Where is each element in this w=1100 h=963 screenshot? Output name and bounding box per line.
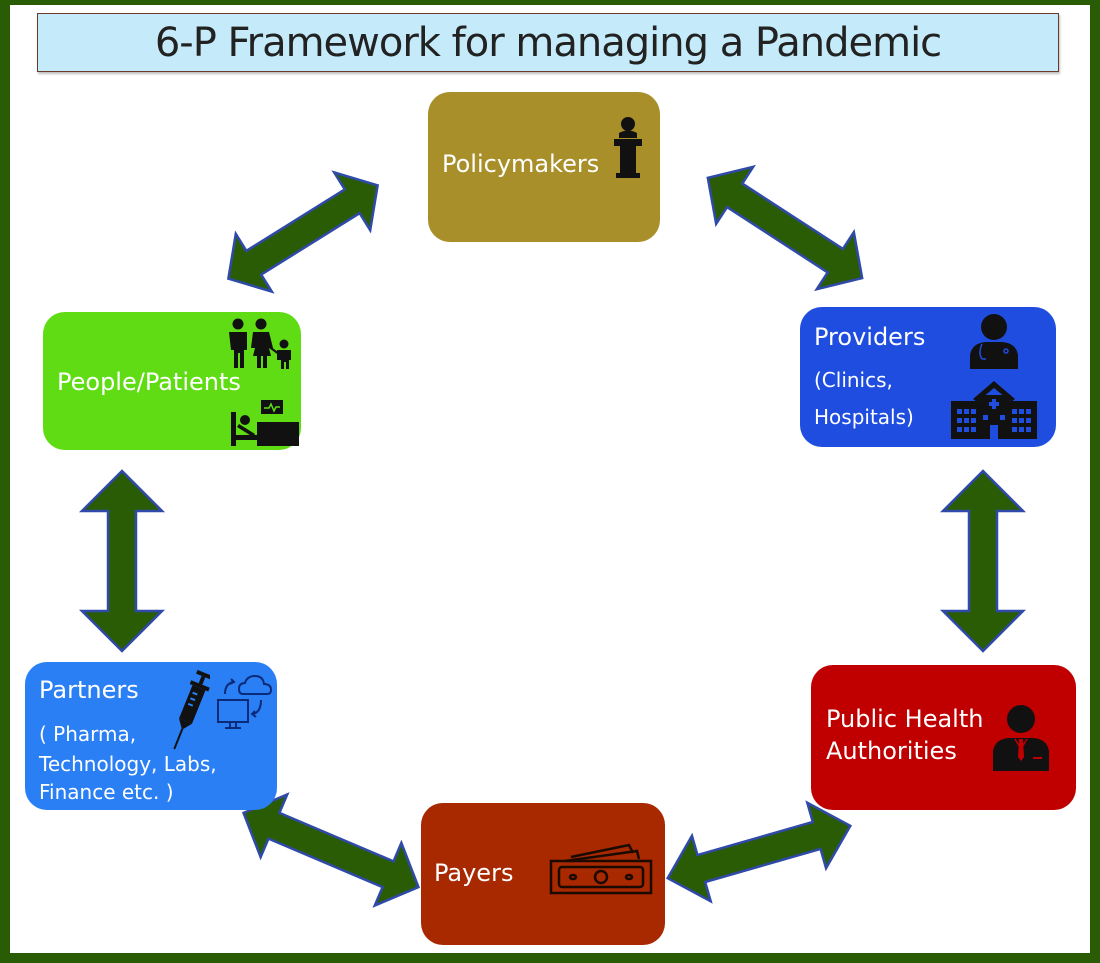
podium-speaker-icon [614,117,642,178]
connection-arrows [78,164,1027,908]
public-health-label-line-2: Authorities [826,737,957,765]
partners-label: Partners [39,676,139,704]
doctor-icon [970,314,1018,369]
people-patients-label: People/Patients [57,368,241,396]
arrow-payers-partners [241,792,421,908]
node-policymakers: Policymakers [428,92,660,242]
computer-cloud-sync-icon [217,674,273,729]
diagram-title: 6-P Framework for managing a Pandemic [37,13,1059,72]
arrow-people-policymakers [226,170,380,294]
partners-sub-line-3: Finance etc. ) [39,780,174,804]
node-public-health-authorities: Public Health Authorities [811,665,1076,810]
syringe-icon [173,670,210,750]
payers-label: Payers [434,859,514,887]
arrow-providers-publichealth [939,469,1027,653]
policymakers-label: Policymakers [442,150,600,178]
hospital-icon [951,381,1037,439]
official-person-icon [993,705,1049,771]
providers-sub-line-2: Hospitals) [814,405,914,429]
node-people-patients: People/Patients [43,312,301,450]
family-icon [229,318,291,369]
node-providers: Providers (Clinics, Hospitals) [800,307,1056,447]
cash-money-icon [549,843,653,895]
hospital-bed-monitor-icon [231,400,299,446]
providers-sub-line-1: (Clinics, [814,368,893,392]
providers-label: Providers [814,323,926,351]
arrow-partners-people [78,469,166,653]
node-partners: Partners ( Pharma, Technology, Labs, Fin… [25,662,277,810]
diagram-canvas: 6-P Framework for managing a Pandemic Po… [10,5,1090,953]
arrow-publichealth-payers [665,800,853,904]
public-health-label-line-1: Public Health [826,705,984,733]
partners-sub-line-1: ( Pharma, [39,722,137,746]
node-payers: Payers [421,803,665,945]
partners-sub-line-2: Technology, Labs, [39,752,217,776]
arrow-policymakers-providers [706,164,864,292]
